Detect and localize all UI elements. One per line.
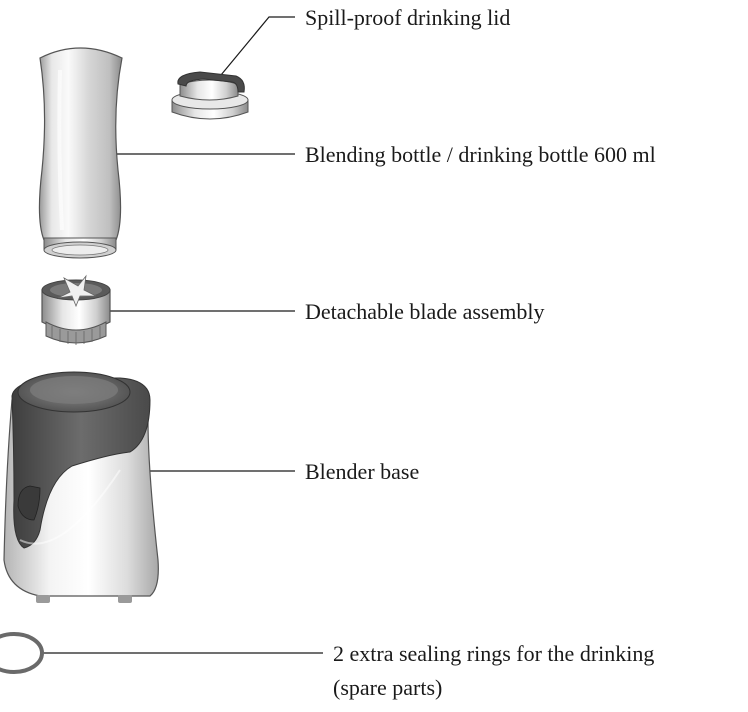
label-blending-bottle: Blending bottle / drinking bottle 600 ml	[305, 142, 656, 167]
sealing-ring-illustration	[0, 632, 44, 674]
label-sealing-rings: 2 extra sealing rings for the drinking	[333, 641, 655, 666]
bottle-illustration	[38, 47, 123, 259]
leader-line-lid	[220, 16, 295, 76]
label-blender-base: Blender base	[305, 459, 420, 484]
label-blade-assembly: Detachable blade assembly	[305, 299, 545, 324]
label-spill-proof-lid: Spill-proof drinking lid	[305, 5, 511, 30]
blade-assembly-illustration	[41, 274, 111, 345]
blender-base-illustration	[3, 371, 159, 603]
label-sealing-rings-note: (spare parts)	[333, 675, 443, 700]
lid-illustration	[171, 71, 249, 120]
